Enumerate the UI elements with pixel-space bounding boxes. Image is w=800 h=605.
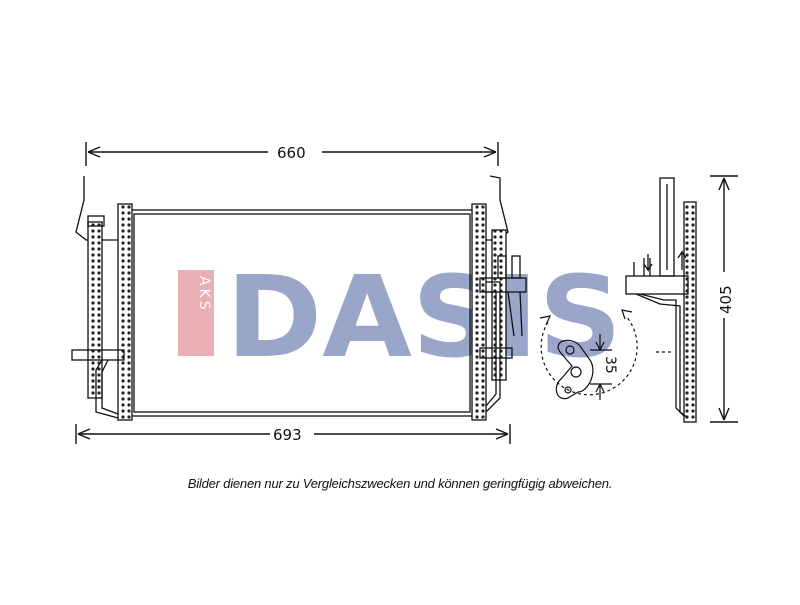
fitting-detail (539, 309, 638, 400)
condenser-front-view (71, 175, 527, 421)
disclaimer-caption: Bilder dienen nur zu Vergleichszwecken u… (187, 476, 613, 491)
height-label: 405 (717, 285, 735, 314)
watermark-side: AKS (196, 276, 212, 313)
top-width-label: 660 (277, 144, 306, 162)
bottom-width-label: 693 (273, 426, 302, 444)
condenser-side-view (625, 177, 697, 423)
watermark: DASIS AKS (178, 253, 622, 383)
watermark-brand: DASIS (226, 253, 622, 383)
fitting-size-label: 35 (602, 356, 618, 374)
